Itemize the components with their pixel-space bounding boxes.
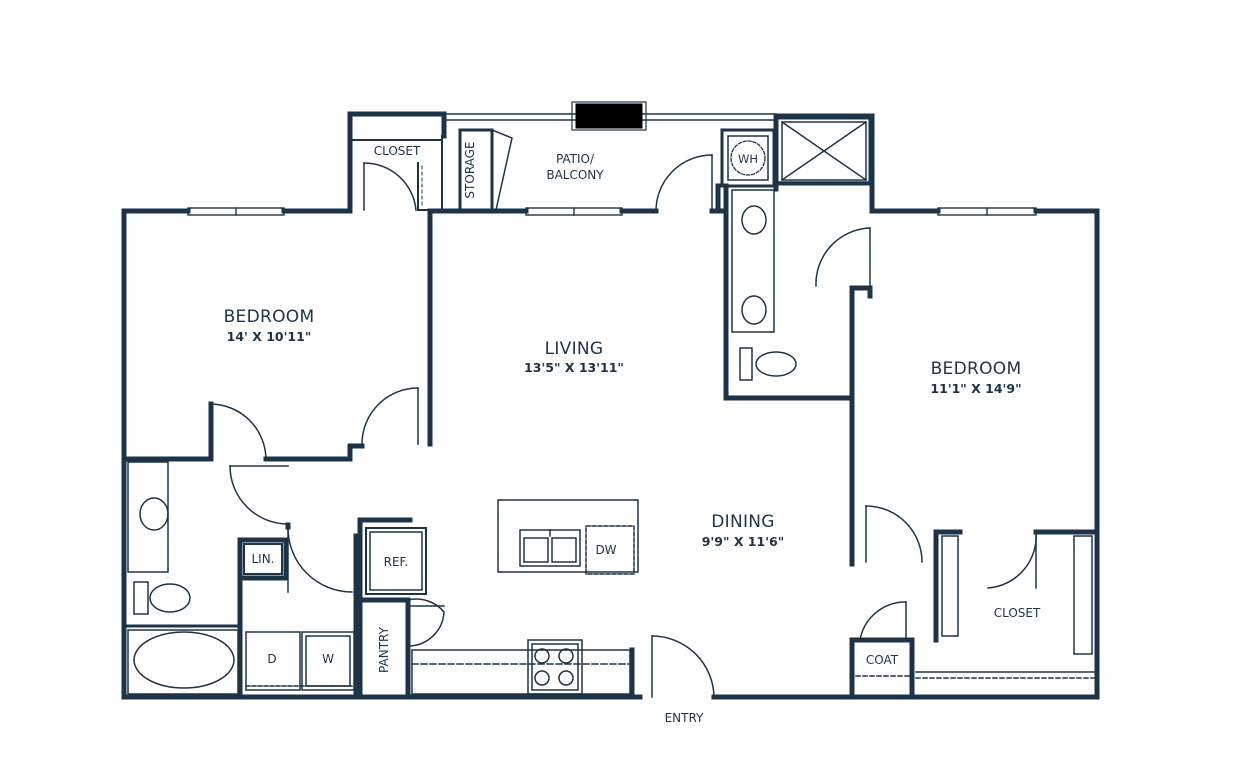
stove-icon bbox=[527, 639, 583, 695]
exterior-walls bbox=[121, 111, 1100, 700]
pantry-label: PANTRY bbox=[377, 626, 391, 673]
fireplace-icon bbox=[575, 103, 643, 129]
door-swing-icon bbox=[210, 387, 419, 593]
dining-name: DINING bbox=[711, 512, 775, 532]
bedroom-left-name: BEDROOM bbox=[224, 307, 315, 327]
kitchen bbox=[365, 499, 639, 695]
dishwasher-label: DW bbox=[595, 543, 616, 557]
closet-right bbox=[855, 505, 1095, 679]
storage bbox=[458, 128, 513, 212]
left-bath bbox=[127, 461, 283, 695]
patio-label-1: PATIO/ bbox=[556, 152, 595, 166]
interior-walls bbox=[122, 183, 1100, 700]
entry-label: ENTRY bbox=[665, 711, 704, 725]
toilet-icon bbox=[739, 347, 797, 381]
laundry bbox=[245, 631, 355, 691]
sink-icon bbox=[139, 497, 169, 531]
sink-icon bbox=[741, 295, 767, 325]
linen-label: LIN. bbox=[251, 552, 274, 566]
closet-top-label: CLOSET bbox=[374, 144, 421, 158]
bathtub-icon bbox=[127, 629, 239, 695]
living-name: LIVING bbox=[545, 339, 604, 359]
water-heater bbox=[720, 128, 776, 188]
coat-label: COAT bbox=[866, 653, 899, 667]
dining-dims: 9'9" X 11'6" bbox=[702, 534, 785, 549]
bedroom-right-name: BEDROOM bbox=[931, 359, 1022, 379]
right-bath bbox=[731, 189, 871, 381]
water-heater-label: WH bbox=[738, 152, 758, 166]
door-swing-icon bbox=[655, 154, 713, 212]
dryer-label: D bbox=[267, 652, 276, 666]
sink-icon bbox=[741, 205, 767, 235]
washer-label: W bbox=[322, 652, 334, 666]
storage-label: STORAGE bbox=[463, 141, 477, 198]
window-icon bbox=[187, 113, 1037, 216]
closet-right-label: CLOSET bbox=[994, 606, 1041, 620]
shower-icon bbox=[774, 116, 872, 186]
refrigerator-label: REF. bbox=[384, 555, 409, 569]
bedroom-right-dims: 11'1" X 14'9" bbox=[930, 381, 1021, 396]
patio-label-2: BALCONY bbox=[546, 168, 604, 182]
bedroom-left-dims: 14' X 10'11" bbox=[227, 329, 312, 344]
living-dims: 13'5" X 13'11" bbox=[524, 360, 624, 375]
door-swing-icon bbox=[651, 635, 715, 698]
closet-top bbox=[351, 135, 443, 211]
kitchen-sink-icon bbox=[519, 529, 581, 567]
toilet-icon bbox=[133, 581, 191, 615]
